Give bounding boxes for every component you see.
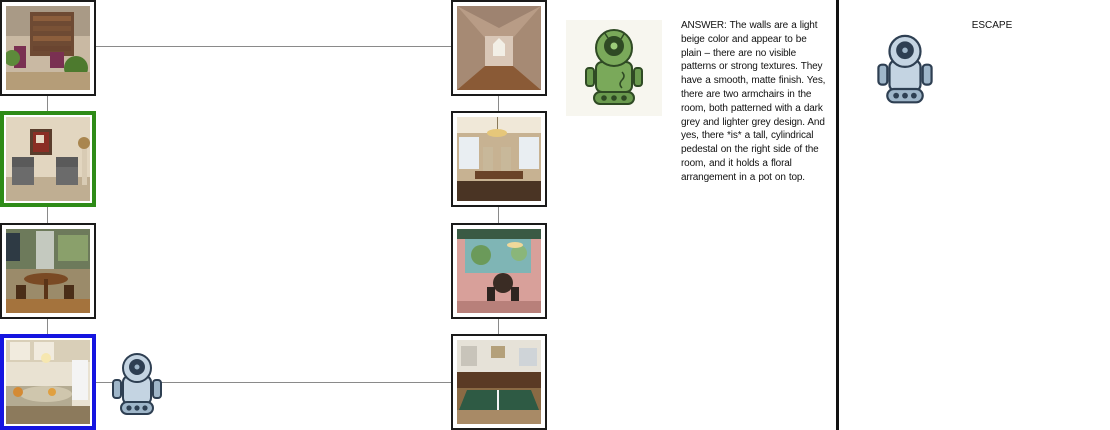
game-room-ping-pong-image (457, 340, 541, 424)
dining-room-mural-image (457, 229, 541, 313)
escape-button[interactable]: ESCAPE (971, 20, 1013, 31)
escape-robot-icon (874, 28, 936, 108)
agent-robot-icon (109, 350, 165, 416)
kitchen-image (6, 340, 90, 424)
connector-left1-left2 (47, 94, 48, 112)
connector-right2-right3 (498, 206, 499, 224)
attic-bedroom-image (457, 6, 541, 90)
room-tile-left-4[interactable] (0, 334, 96, 430)
room-tile-left-1[interactable] (0, 0, 96, 96)
room-tile-right-4[interactable] (451, 334, 547, 430)
connector-right3-right4 (498, 318, 499, 336)
green-robot-icon (585, 29, 643, 105)
library-study-image (6, 6, 90, 90)
panel-divider (836, 0, 839, 430)
dining-nook-image (6, 229, 90, 313)
connector-left2-left3 (47, 207, 48, 224)
living-room-armchairs-image (6, 117, 90, 201)
connector-right1-right2 (498, 94, 499, 112)
answer-text: ANSWER: The walls are a light beige colo… (681, 20, 826, 183)
connector-left3-left4 (47, 318, 48, 335)
room-tile-left-3[interactable] (0, 223, 96, 319)
connector-left1-right1 (96, 46, 452, 47)
room-tile-right-1[interactable] (451, 0, 547, 96)
connector-left4-right4 (96, 382, 452, 383)
room-tile-right-3[interactable] (451, 223, 547, 319)
room-tile-right-2[interactable] (451, 111, 547, 207)
dining-room-chandelier-image (457, 117, 541, 201)
answer-robot-panel (566, 20, 662, 116)
room-tile-left-2[interactable] (0, 111, 96, 207)
